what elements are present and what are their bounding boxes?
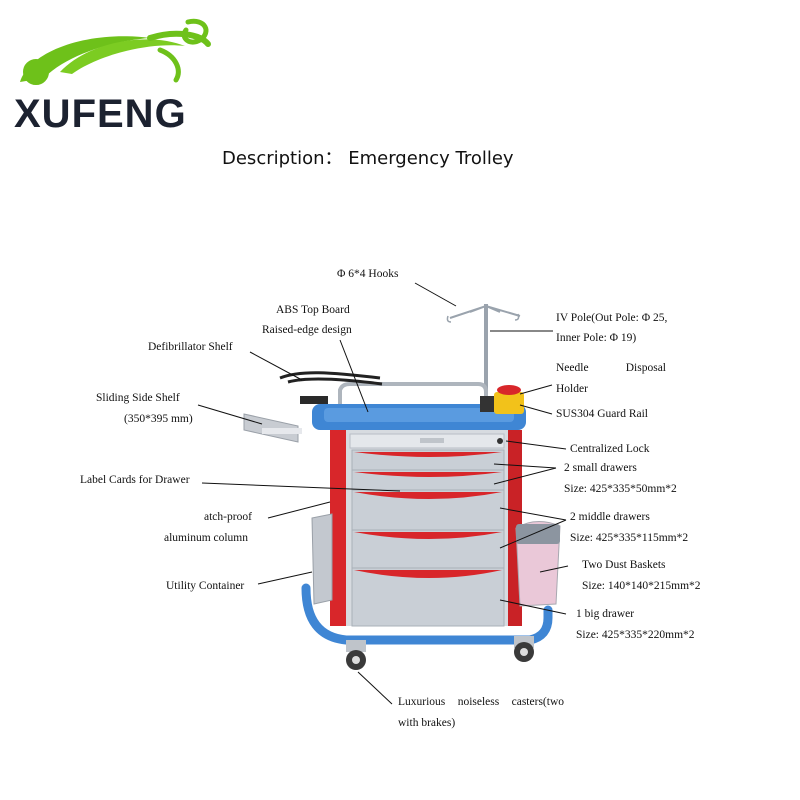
label-iv-pole: IV Pole(Out Pole: Φ 25, <box>556 312 668 324</box>
label-label-cards: Label Cards for Drawer <box>80 474 190 486</box>
label-casters-brakes: with brakes) <box>398 717 456 729</box>
iv-pole-icon <box>446 304 521 394</box>
label-aluminum-column: atch-proof <box>204 511 252 523</box>
label-needle-holder: Holder <box>556 383 588 395</box>
label-hooks: Φ 6*4 Hooks <box>337 268 399 280</box>
brand-name: XUFENG <box>14 92 187 136</box>
label-casters-word-1: Luxurious <box>398 696 446 708</box>
drawer-stack <box>351 449 505 627</box>
label-middle-drawers: 2 middle drawers <box>570 511 650 523</box>
caster-icon <box>346 636 534 670</box>
label-utility-container: Utility Container <box>166 580 245 592</box>
label-defibrillator-shelf: Defibrillator Shelf <box>148 341 233 353</box>
label-guard-rail: SUS304 Guard Rail <box>556 408 648 420</box>
label-needle-word: Needle <box>556 362 589 374</box>
label-small-drawers-size: Size: 425*335*50mm*2 <box>564 483 677 495</box>
label-big-drawer: 1 big drawer <box>576 608 635 620</box>
leader-lines <box>197 282 569 705</box>
label-casters: Luxurious noiseless casters(two <box>398 692 564 712</box>
label-casters-word-2: noiseless <box>457 696 500 708</box>
label-sliding-side-shelf: Sliding Side Shelf <box>96 392 180 404</box>
page-title: Description： Emergency Trolley <box>222 148 514 169</box>
label-needle-disposal: Needle Disposal <box>556 358 666 378</box>
label-middle-drawers-size: Size: 425*335*115mm*2 <box>570 532 689 544</box>
label-centralized-lock: Centralized Lock <box>570 443 650 455</box>
label-big-drawer-size: Size: 425*335*220mm*2 <box>576 629 695 641</box>
label-top-board-edge: Raised-edge design <box>262 324 352 336</box>
label-dust-baskets: Two Dust Baskets <box>582 559 666 571</box>
label-disposal-word: Disposal <box>625 362 666 374</box>
label-casters-word-3: casters(two <box>511 696 564 708</box>
label-small-drawers: 2 small drawers <box>564 462 637 474</box>
label-aluminum-column-2: aluminum column <box>164 532 249 544</box>
label-side-shelf-size: (350*395 mm) <box>124 413 193 425</box>
label-dust-baskets-size: Size: 140*140*215mm*2 <box>582 580 701 592</box>
label-iv-pole-inner: Inner Pole: Φ 19) <box>556 332 637 344</box>
label-top-board: ABS Top Board <box>276 304 350 316</box>
